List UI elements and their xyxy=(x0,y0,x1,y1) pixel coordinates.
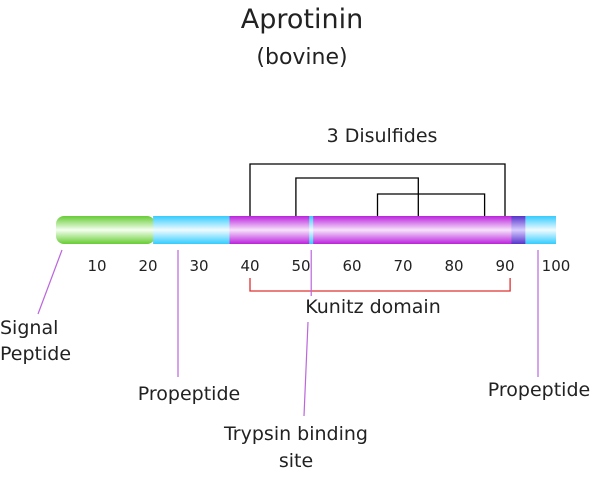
trypsin-site-label-line1: Trypsin binding xyxy=(223,423,368,445)
axis-tick-label: 50 xyxy=(291,257,310,275)
propeptide-right-label: Propeptide xyxy=(488,379,590,401)
axis-tick-label: 10 xyxy=(87,257,106,275)
disulfide-bond-2 xyxy=(295,177,419,216)
axis-tick-label: 100 xyxy=(542,257,571,275)
disulfide-bonds xyxy=(249,163,506,216)
signal-peptide-segment xyxy=(56,216,156,244)
trypsin-site-label-line2: site xyxy=(279,450,313,472)
kunitz-domain-bracket xyxy=(249,278,511,292)
propeptide-left-label: Propeptide xyxy=(138,383,240,405)
axis-tick-label: 30 xyxy=(189,257,208,275)
axis-tick-label: 80 xyxy=(444,257,463,275)
trypsin-site-leader-line-lower xyxy=(303,321,309,417)
kunitz-domain-label: Kunitz domain xyxy=(305,296,441,318)
axis-tick-label: 40 xyxy=(240,257,259,275)
signal-peptide-leader-line xyxy=(37,249,63,315)
disulfides-label: 3 Disulfides xyxy=(327,125,438,147)
diagram-subtitle: (bovine) xyxy=(256,45,347,70)
axis-ticks: 10 20 30 40 50 60 70 80 90 100 xyxy=(87,257,570,275)
mature-chain-segment xyxy=(229,216,526,244)
disulfide-bond-3 xyxy=(376,193,486,216)
diagram-title: Aprotinin xyxy=(241,4,363,35)
disulfide-bond-1 xyxy=(249,163,506,216)
axis-tick-label: 60 xyxy=(342,257,361,275)
signal-peptide-label-line2: Peptide xyxy=(0,343,71,365)
protein-bar xyxy=(56,216,556,244)
propeptide-2-segment xyxy=(525,216,556,244)
axis-tick-label: 70 xyxy=(393,257,412,275)
axis-tick-label: 20 xyxy=(138,257,157,275)
signal-peptide-label-line1: Signal xyxy=(0,317,58,339)
mature-chain-c-edge xyxy=(511,216,526,244)
axis-tick-label: 90 xyxy=(495,257,514,275)
propeptide-1-segment xyxy=(153,216,230,244)
trypsin-site-marker xyxy=(309,216,314,244)
